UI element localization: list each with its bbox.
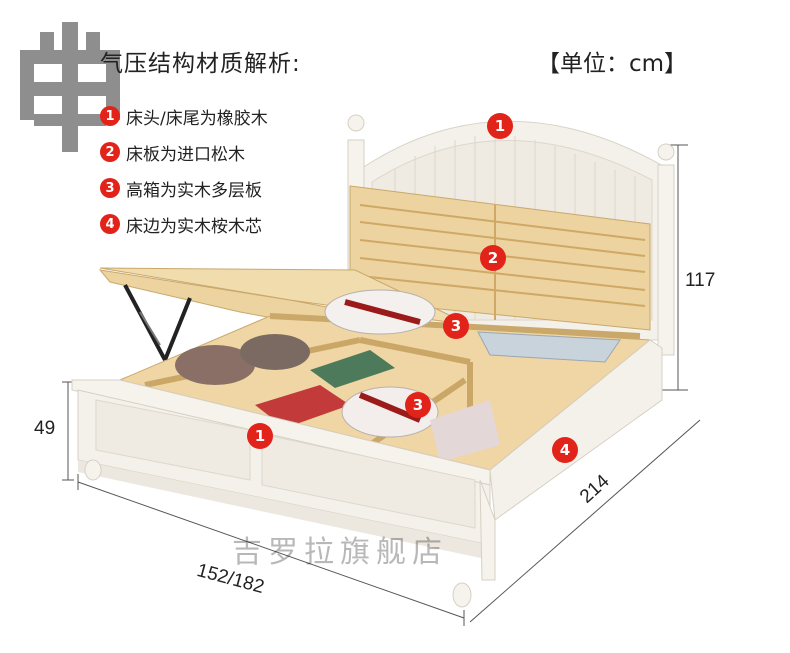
legend-number-badge: 4 (100, 214, 120, 234)
legend-item: 2 床板为进口松木 (100, 134, 268, 170)
brand-logo-icon (20, 22, 120, 152)
svg-text:1: 1 (255, 427, 265, 445)
marker-footboard: 1 (247, 423, 273, 449)
marker-headboard: 1 (487, 113, 513, 139)
store-watermark: 吉罗拉旗舰店 (232, 535, 448, 570)
marker-side-rail: 4 (552, 437, 578, 463)
foot-height-dimension-label: 49 (34, 418, 56, 439)
legend-item: 4 床边为实木桉木芯 (100, 206, 268, 242)
legend-number-badge: 2 (100, 142, 120, 162)
legend-text: 高箱为实木多层板 (126, 180, 262, 201)
height-dimension-label: 117 (685, 270, 716, 291)
legend-text: 床头/床尾为橡胶木 (126, 108, 268, 129)
dimension-lines (62, 144, 701, 626)
legend-text: 床板为进口松木 (126, 144, 245, 165)
svg-text:3: 3 (451, 317, 461, 335)
legend-item: 3 高箱为实木多层板 (100, 170, 268, 206)
svg-text:3: 3 (413, 396, 423, 414)
svg-text:4: 4 (560, 441, 570, 459)
marker-box-lower: 3 (405, 392, 431, 418)
svg-text:2: 2 (488, 249, 498, 267)
legend-number-badge: 1 (100, 106, 120, 126)
legend-text: 床边为实木桉木芯 (126, 216, 262, 237)
footboard (71, 379, 496, 608)
page-title: 气压结构材质解析: (100, 51, 301, 77)
side-rail (489, 339, 663, 521)
unit-label: 【单位：cm】 (537, 51, 688, 77)
legend-item: 1 床头/床尾为橡胶木 (100, 98, 268, 134)
marker-box-upper: 3 (443, 313, 469, 339)
marker-slats: 2 (480, 245, 506, 271)
stored-items (175, 289, 621, 462)
legend-number-badge: 3 (100, 178, 120, 198)
material-legend: 1 床头/床尾为橡胶木 2 床板为进口松木 3 高箱为实木多层板 4 床边为实木… (100, 98, 268, 242)
svg-text:1: 1 (495, 117, 505, 135)
